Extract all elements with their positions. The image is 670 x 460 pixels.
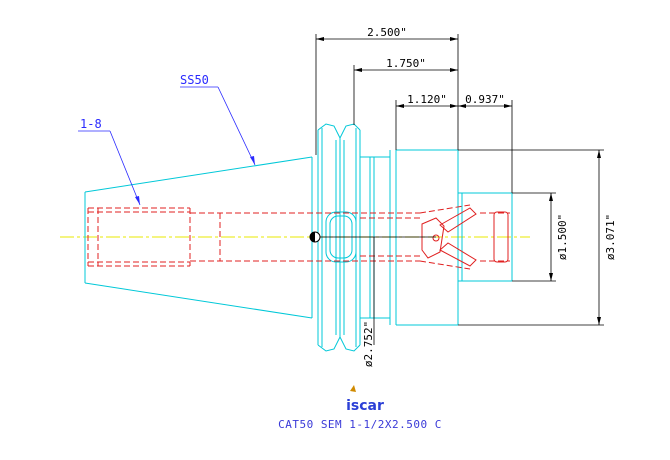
origin-marker — [309, 231, 321, 243]
dim-length-4: 0.937" — [465, 93, 505, 106]
logo-mark-icon — [350, 385, 356, 392]
dim-length-3: 1.120" — [407, 93, 447, 106]
brand-logo: iscar — [346, 385, 384, 414]
dimension-lines — [315, 34, 604, 345]
dim-length-2: 1.750" — [386, 57, 426, 70]
part-caption: CAT50 SEM 1-1/2X2.500 C — [278, 418, 442, 431]
hidden-bore — [87, 204, 510, 270]
dim-bore-diameter: ø1.500" — [556, 214, 569, 260]
logo-text: iscar — [346, 398, 384, 414]
nose-details — [421, 207, 509, 267]
taper-callout-label: SS50 — [180, 73, 209, 87]
callout-arrows — [135, 156, 255, 205]
dim-nose-diameter: ø3.071" — [604, 214, 617, 260]
dim-flange-diameter: ø2.752" — [362, 321, 375, 367]
body-outline — [389, 149, 513, 326]
dim-overall-length: 2.500" — [367, 26, 407, 39]
callout-leaders — [78, 86, 256, 206]
dimension-arrows — [316, 37, 601, 325]
thread-callout-label: 1-8 — [80, 117, 102, 131]
